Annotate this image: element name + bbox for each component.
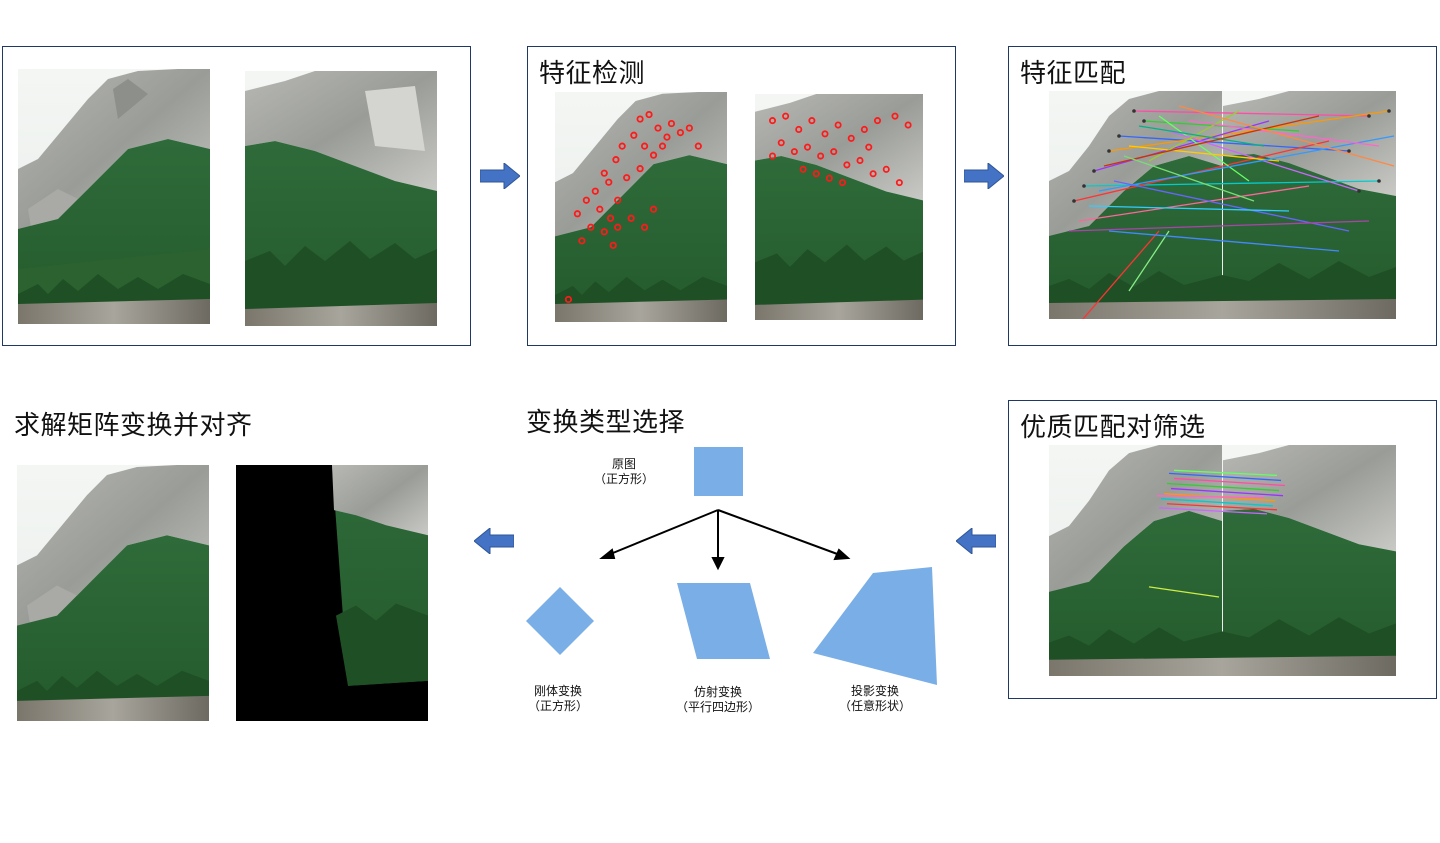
affine-label: 仿射变换 （平行四边形） bbox=[676, 685, 760, 715]
good-match-title: 优质匹配对筛选 bbox=[1020, 407, 1206, 444]
aligned-reference-image bbox=[17, 465, 209, 721]
original-label: 原图 （正方形） bbox=[594, 457, 654, 487]
matching-image bbox=[1049, 91, 1396, 319]
detected-image-left bbox=[555, 92, 727, 322]
detected-image-right bbox=[755, 94, 923, 320]
right-arrow-icon bbox=[964, 163, 1004, 189]
solve-align-title: 求解矩阵变换并对齐 bbox=[14, 405, 253, 442]
transform-diagram bbox=[500, 440, 950, 700]
rigid-square bbox=[526, 587, 594, 655]
left-arrow-icon bbox=[474, 528, 514, 554]
rigid-label: 刚体变换 （正方形） bbox=[528, 684, 588, 714]
transform-type-title: 变换类型选择 bbox=[526, 402, 685, 439]
original-square bbox=[694, 447, 743, 496]
input-image-right bbox=[245, 71, 437, 326]
good-match-panel: 优质匹配对筛选 bbox=[1008, 400, 1437, 699]
good-match-image bbox=[1049, 445, 1396, 676]
feature-matching-title: 特征匹配 bbox=[1020, 53, 1126, 90]
aligned-warped-image bbox=[236, 465, 428, 721]
right-arrow-icon bbox=[480, 163, 520, 189]
feature-detection-panel: 特征检测 bbox=[527, 46, 956, 346]
input-image-left bbox=[18, 69, 210, 324]
feature-detection-title: 特征检测 bbox=[539, 53, 645, 90]
projective-quad bbox=[813, 567, 937, 685]
projective-label: 投影变换 （任意形状） bbox=[839, 684, 911, 714]
affine-parallelogram bbox=[677, 583, 770, 659]
feature-matching-panel: 特征匹配 bbox=[1008, 46, 1437, 346]
input-images-panel bbox=[2, 46, 471, 346]
left-arrow-icon bbox=[956, 528, 996, 554]
